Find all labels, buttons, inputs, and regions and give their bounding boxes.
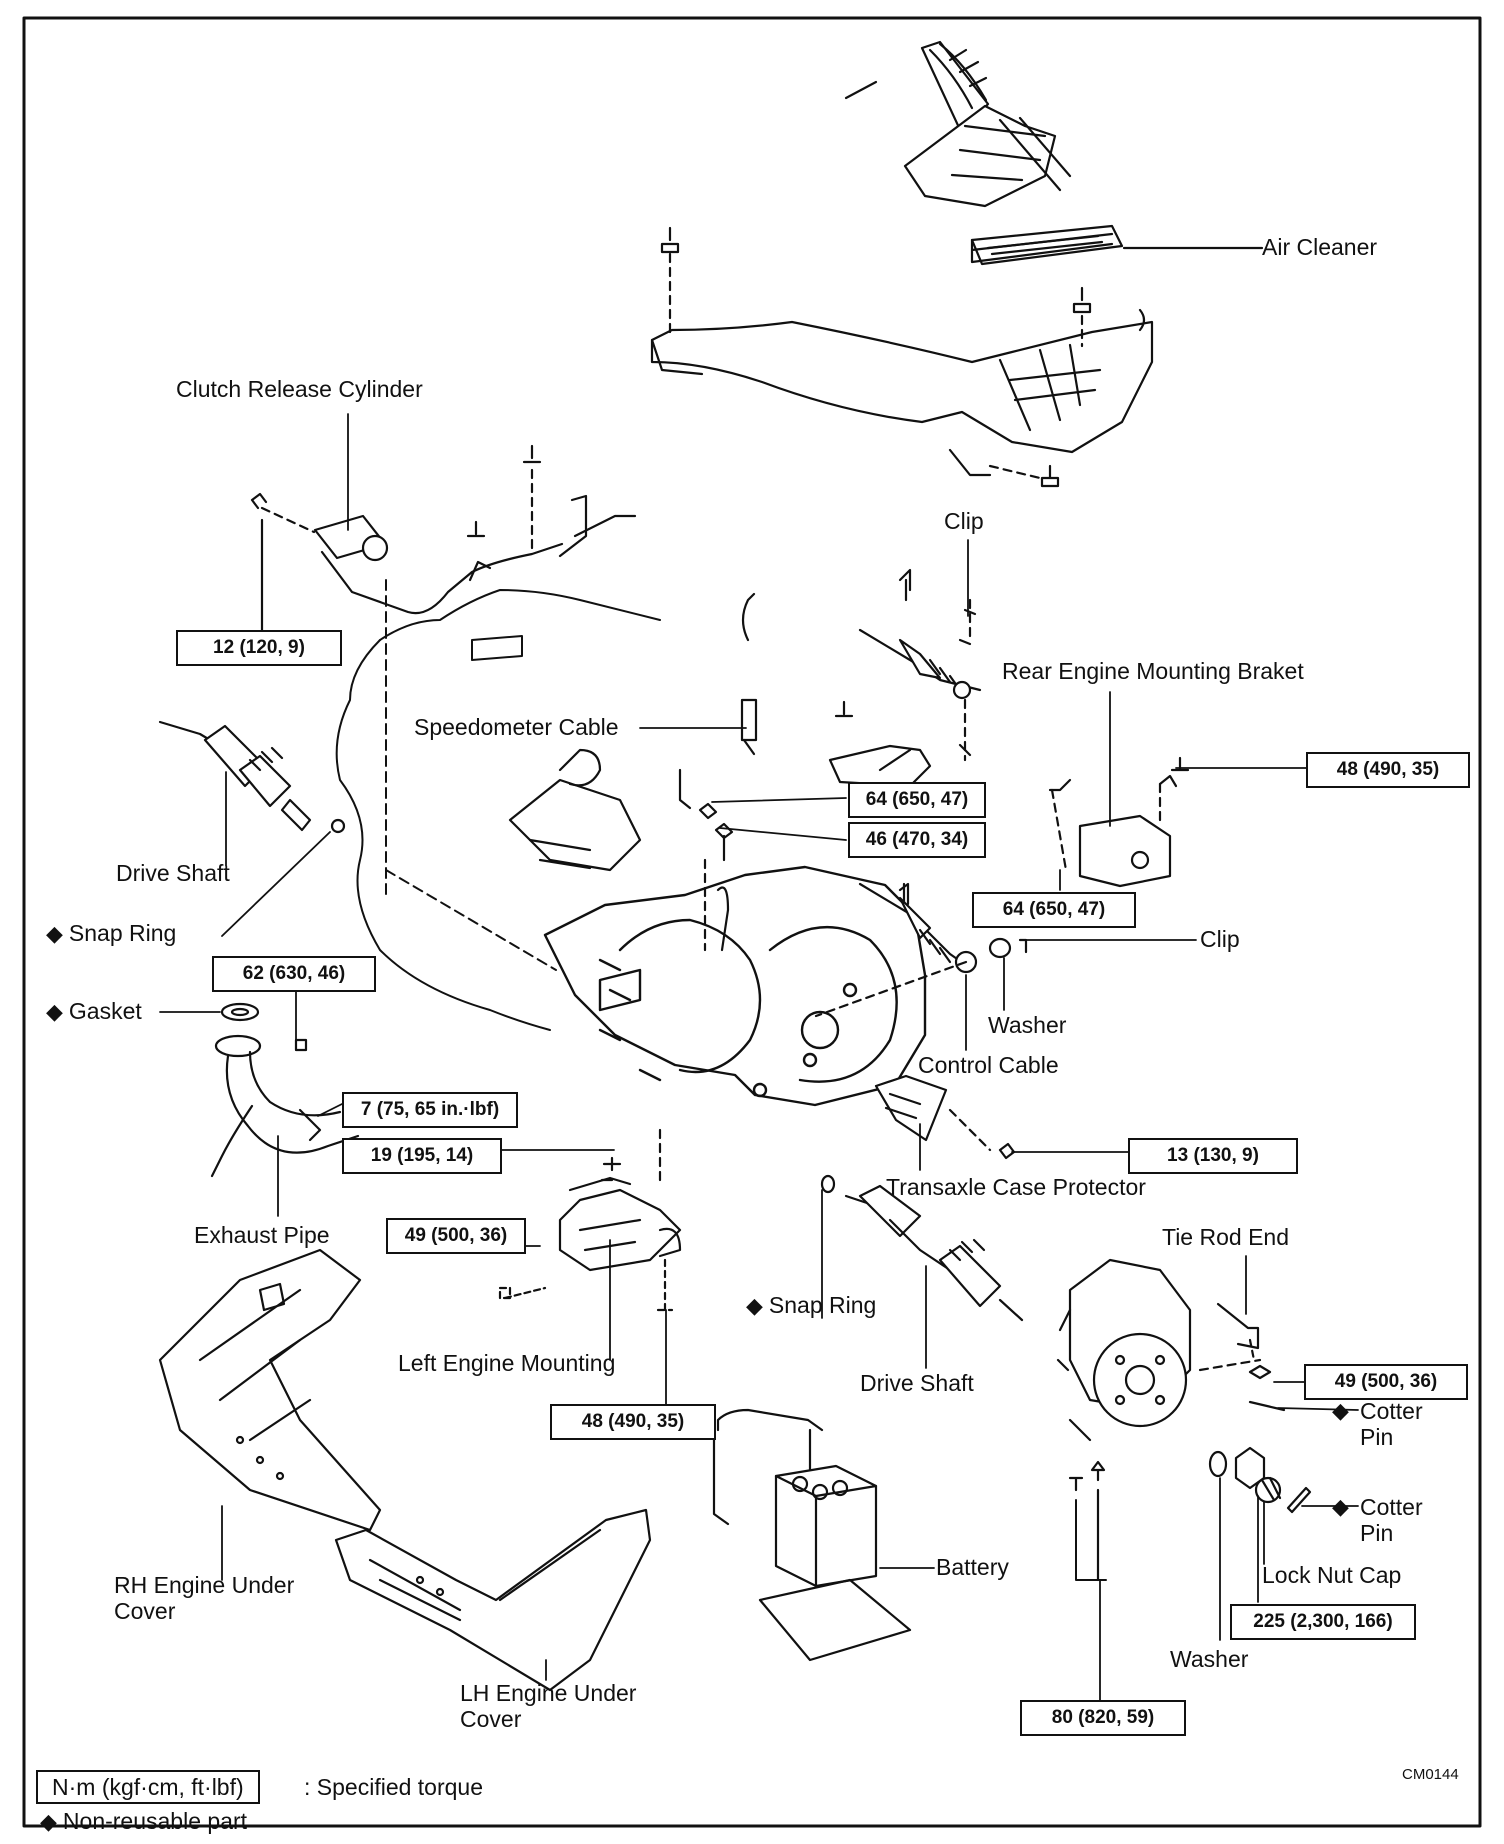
label-drive-shaft-left: Drive Shaft [116, 860, 230, 886]
nut-and-cotter-upper [1248, 1364, 1286, 1412]
torque-7: 7 (75, 65 in.·lbf) [342, 1092, 518, 1128]
rh-under-line1: RH Engine Under [114, 1572, 295, 1598]
gasket-text: Gasket [68, 998, 142, 1024]
hub-knuckle-art [1056, 1258, 1262, 1442]
label-clip-right: Clip [1200, 926, 1240, 952]
torque-13: 13 (130, 9) [1128, 1138, 1298, 1174]
gasket-art [220, 1002, 260, 1022]
nonreusable-text: Non-reusable part [62, 1808, 248, 1834]
legend-unit-box: N·m (kgf·cm, ft·lbf) [36, 1770, 260, 1804]
label-control-cable: Control Cable [918, 1052, 1059, 1078]
label-clip-top: Clip [944, 508, 984, 534]
cotter-upper-line1: Cotter [1360, 1398, 1423, 1424]
torque-225: 225 (2,300, 166) [1230, 1604, 1416, 1640]
control-cable-upper [828, 568, 982, 788]
transaxle-main [543, 865, 927, 1107]
air-cleaner-bolts [660, 226, 1092, 488]
rear-mount-art [1048, 756, 1190, 888]
drive-shaft-right-art [820, 1174, 1024, 1322]
torque-80: 80 (820, 59) [1020, 1700, 1186, 1736]
label-lock-nut-cap: Lock Nut Cap [1262, 1562, 1402, 1588]
air-cleaner-hose [844, 40, 1072, 208]
diamond-icon: ◆ [1332, 1494, 1349, 1519]
small-bolts-center [678, 768, 734, 952]
torque-48-lower: 48 (490, 35) [550, 1404, 716, 1440]
cotter-lower-line1: Cotter [1360, 1494, 1423, 1520]
hub-bolts-art [1068, 1460, 1107, 1582]
label-exhaust-pipe: Exhaust Pipe [194, 1222, 330, 1248]
label-snap-ring-right: ◆Snap Ring [746, 1292, 876, 1319]
page-frame [22, 16, 1482, 1828]
drive-shaft-left-art [158, 720, 346, 834]
torque-49-left: 49 (500, 36) [386, 1218, 526, 1254]
torque-12: 12 (120, 9) [176, 630, 342, 666]
speedometer-cable-art [740, 592, 758, 756]
diamond-icon: ◆ [46, 999, 63, 1024]
cotter-lower-line2: Pin [1360, 1520, 1394, 1546]
label-drive-shaft-right: Drive Shaft [860, 1370, 974, 1396]
snap-ring-right-text: Snap Ring [768, 1292, 877, 1318]
cotter-upper-line2: Pin [1360, 1424, 1394, 1450]
leader-lines [159, 413, 1359, 1701]
label-transaxle-case-protector: Transaxle Case Protector [886, 1174, 1146, 1200]
label-speedometer-cable: Speedometer Cable [414, 714, 619, 740]
control-cable-lower [814, 882, 1028, 1018]
tie-rod-end-art [1216, 1302, 1260, 1362]
case-protector-art [874, 1074, 1016, 1160]
torque-46: 46 (470, 34) [848, 822, 986, 858]
rh-under-cover-art [158, 1248, 382, 1532]
torque-64-upper: 64 (650, 47) [848, 782, 986, 818]
torque-64-lower: 64 (650, 47) [972, 892, 1136, 928]
label-washer-bottom: Washer [1170, 1646, 1249, 1672]
label-gasket: ◆Gasket [46, 998, 142, 1025]
torque-49-right: 49 (500, 36) [1304, 1364, 1468, 1400]
lh-under-line1: LH Engine Under [460, 1680, 637, 1706]
air-cleaner-case [650, 308, 1154, 477]
air-cleaner-element [970, 224, 1124, 266]
diamond-icon: ◆ [40, 1809, 57, 1834]
snap-ring-left-text: Snap Ring [68, 920, 177, 946]
label-air-cleaner: Air Cleaner [1262, 234, 1378, 260]
label-tie-rod-end: Tie Rod End [1162, 1224, 1289, 1250]
torque-19: 19 (195, 14) [342, 1138, 502, 1174]
clutch-release-cylinder-art [250, 444, 637, 632]
diamond-icon: ◆ [1332, 1398, 1349, 1423]
torque-48-upper: 48 (490, 35) [1306, 752, 1470, 788]
lh-under-line2: Cover [460, 1706, 522, 1732]
rh-under-line2: Cover [114, 1598, 176, 1624]
legend-nonreusable: ◆Non-reusable part [40, 1808, 247, 1835]
lh-under-cover-art [334, 1508, 652, 1692]
diamond-icon: ◆ [746, 1293, 763, 1318]
label-washer-mid: Washer [988, 1012, 1067, 1038]
legend-unit-desc: : Specified torque [304, 1774, 484, 1800]
figure-code: CM0144 [1402, 1766, 1459, 1783]
label-battery: Battery [936, 1554, 1009, 1580]
label-clutch-release-cylinder: Clutch Release Cylinder [176, 376, 423, 402]
battery-art [712, 1408, 912, 1662]
label-rear-engine-mounting-bracket: Rear Engine Mounting Braket [1002, 658, 1304, 684]
torque-62: 62 (630, 46) [212, 956, 376, 992]
left-mount-art [498, 1128, 682, 1312]
label-snap-ring-left: ◆Snap Ring [46, 920, 176, 947]
engine-outline [335, 579, 661, 1031]
lock-nut-group-art [1208, 1446, 1312, 1514]
label-left-engine-mounting: Left Engine Mounting [398, 1350, 616, 1376]
diamond-icon: ◆ [46, 921, 63, 946]
starter-art [508, 748, 642, 872]
